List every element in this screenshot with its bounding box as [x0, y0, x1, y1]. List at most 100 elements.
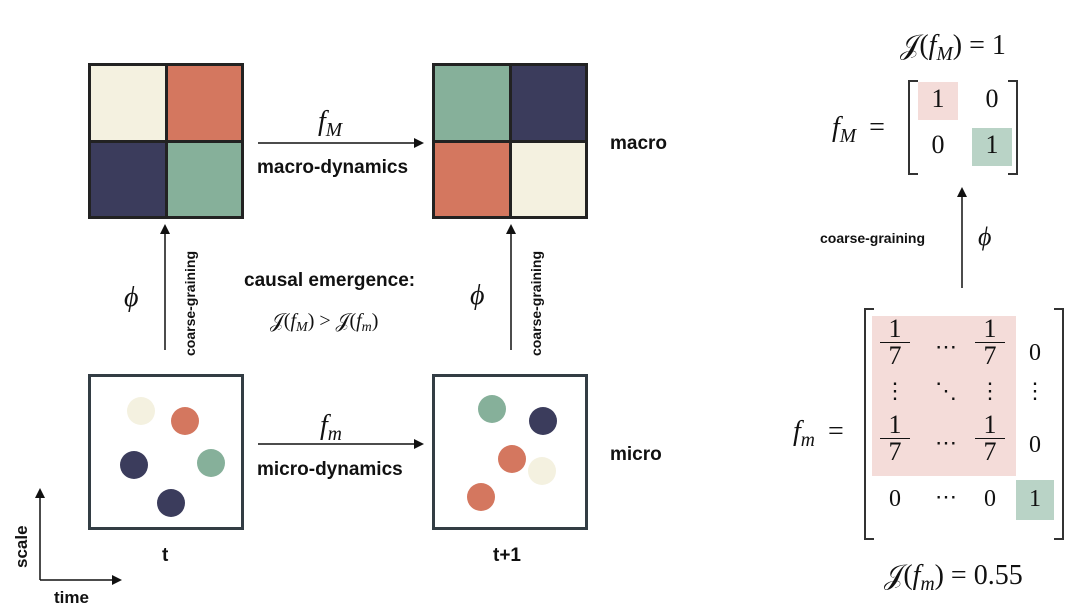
macro-cell-salmon: [435, 142, 509, 216]
macro-cell-cream: [91, 66, 165, 140]
micro-vdots-c3: ⋮: [979, 378, 1001, 403]
micro-state-t1: [432, 374, 588, 530]
frac-numerator: 1: [888, 410, 902, 439]
time-label-t1: t+1: [493, 545, 521, 566]
macro-matrix-lhs: fM =: [832, 112, 885, 148]
macro-matrix-left-bracket: [908, 80, 918, 175]
macro-matrix-right-bracket: [1008, 80, 1018, 175]
j-symbol: 𝒥(: [884, 560, 913, 591]
macro-state-t: [88, 63, 244, 219]
coarse-graining-label-right: coarse-graining: [528, 250, 544, 356]
macro-cell-highlight-green: [972, 128, 1012, 166]
particle-cream: [528, 457, 556, 485]
f-subscript: M: [839, 125, 857, 147]
causal-emergence-title: causal emergence:: [244, 270, 416, 291]
macro-cell-sage: [167, 142, 241, 216]
f-subscript: m: [920, 573, 935, 595]
f-symbol: f: [290, 310, 297, 332]
axis-label-time: time: [54, 588, 89, 607]
micro-dynamics-label: micro-dynamics: [257, 459, 403, 480]
micro-label: micro: [610, 444, 662, 465]
macro-cell-navy: [91, 142, 165, 216]
macro-dynamics-symbol: fM: [318, 106, 342, 142]
micro-frac-r1c3: 1 7: [975, 316, 1005, 369]
j-symbol: 𝒥(: [900, 30, 929, 61]
micro-ddots: ⋱: [935, 378, 957, 403]
j-value: ) = 1: [952, 30, 1006, 61]
particle-navy: [120, 451, 148, 479]
close-paren: ): [371, 310, 379, 332]
coarse-graining-label-matrix: coarse-graining: [820, 230, 926, 246]
coarse-graining-arrow-matrix: [957, 187, 967, 288]
micro-state-t: [88, 374, 244, 530]
causal-emergence-formula: 𝒥(fM) > 𝒥(fm): [270, 310, 378, 336]
axis-label-scale: scale: [12, 525, 31, 568]
micro-cdots-r1: ⋯: [935, 334, 957, 359]
macro-dynamics-arrow: [258, 138, 424, 148]
phi-symbol-left: ϕ: [124, 282, 139, 313]
j-value: ) = 0.55: [934, 560, 1023, 591]
f-symbol: f: [356, 310, 362, 332]
time-label-t: t: [162, 545, 169, 566]
macro-matrix-cell-00: 1: [931, 84, 945, 113]
macro-cell-salmon: [167, 66, 241, 140]
coarse-graining-label-left: coarse-graining: [182, 250, 198, 356]
f-subscript: m: [800, 429, 815, 451]
particle-navy: [529, 407, 557, 435]
particle-cream: [127, 397, 155, 425]
micro-cdots-r4: ⋯: [935, 484, 957, 509]
micro-zero-r3c4: 0: [1029, 432, 1041, 458]
greater-than-j: ) > 𝒥(: [307, 310, 357, 332]
frac-denominator: 7: [880, 342, 910, 369]
macro-information-value: 𝒥(fM) = 1: [900, 30, 1006, 66]
f-symbol: f: [793, 416, 801, 447]
micro-vdots-c1: ⋮: [884, 378, 906, 403]
frac-numerator: 1: [983, 314, 997, 343]
micro-cdots-r3: ⋯: [935, 430, 957, 455]
f-subscript: m: [327, 423, 342, 445]
micro-frac-r3c3: 1 7: [975, 412, 1005, 465]
micro-dynamics-symbol: fm: [320, 410, 342, 446]
frac-denominator: 7: [975, 438, 1005, 465]
micro-one-r4c4: 1: [1029, 486, 1041, 512]
f-subscript: m: [361, 320, 372, 336]
equals-sign: =: [869, 112, 885, 143]
micro-zero-r4c3: 0: [984, 486, 996, 512]
micro-frac-r3c1: 1 7: [880, 412, 910, 465]
frac-numerator: 1: [888, 314, 902, 343]
particle-salmon: [171, 407, 199, 435]
micro-zero-r1c4: 0: [1029, 340, 1041, 366]
macro-cell-highlight-pink: [918, 82, 958, 120]
scale-time-axes: [35, 488, 122, 585]
phi-symbol-matrix: ϕ: [978, 222, 992, 251]
particle-sage: [478, 395, 506, 423]
particle-sage: [197, 449, 225, 477]
macro-cell-cream: [511, 142, 585, 216]
micro-zero-r4c1: 0: [889, 486, 901, 512]
micro-vdots-c4: ⋮: [1024, 378, 1046, 403]
micro-cell-highlight-green: [1016, 480, 1054, 520]
macro-cell-sage: [435, 66, 509, 140]
f-subscript: M: [296, 320, 308, 336]
micro-information-value: 𝒥(fm) = 0.55: [884, 560, 1023, 596]
particle-salmon: [467, 483, 495, 511]
j-symbol: 𝒥(: [270, 310, 291, 332]
macro-dynamics-label: macro-dynamics: [257, 157, 409, 178]
f-symbol: f: [928, 30, 937, 61]
particle-salmon: [498, 445, 526, 473]
micro-dynamics-arrow: [258, 439, 424, 449]
macro-state-t1: [432, 63, 588, 219]
macro-matrix-cell-01: 0: [985, 84, 999, 113]
phi-symbol-right: ϕ: [470, 280, 485, 311]
f-symbol: f: [320, 410, 328, 441]
micro-matrix-right-bracket: [1054, 308, 1064, 540]
equals-sign: =: [827, 416, 844, 447]
macro-cell-navy: [511, 66, 585, 140]
frac-denominator: 7: [975, 342, 1005, 369]
f-symbol: f: [318, 106, 326, 137]
micro-matrix-left-bracket: [864, 308, 874, 540]
micro-frac-r1c1: 1 7: [880, 316, 910, 369]
coarse-graining-arrow-left: [160, 224, 170, 350]
f-subscript: M: [936, 43, 953, 65]
f-symbol: f: [832, 112, 840, 143]
